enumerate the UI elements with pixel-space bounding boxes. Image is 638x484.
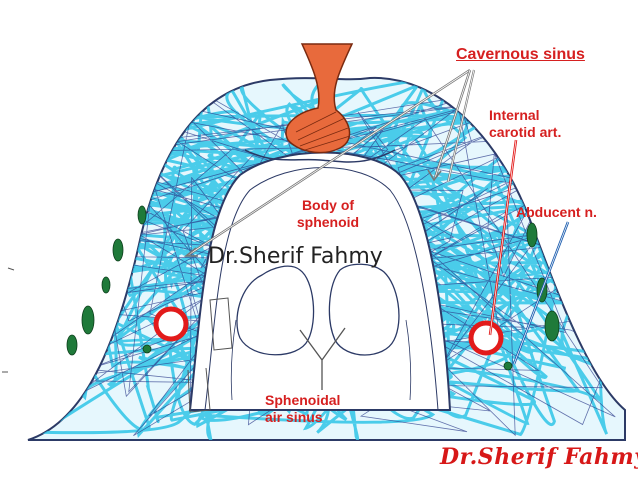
label-body-of-sphenoid: Body of sphenoid <box>278 197 378 231</box>
pencil-marks <box>2 267 233 413</box>
label-body-line1: Body of <box>301 197 355 213</box>
label-air-line1: Sphenoidal <box>265 392 341 408</box>
pointer-lines <box>183 68 570 365</box>
nerves-left <box>66 205 152 356</box>
label-body-line2: sphenoid <box>296 214 360 230</box>
pituitary <box>244 43 396 163</box>
internal-carotid-artery-left <box>153 306 189 342</box>
sphenoidal-air-sinus <box>236 263 400 390</box>
label-cavernous-sinus: Cavernous sinus <box>456 46 585 63</box>
sphenoid-body <box>188 151 452 411</box>
label-internal-carotid-line1: Internal <box>489 107 540 123</box>
label-abducent-nerve: Abducent n. <box>516 204 597 220</box>
internal-carotid-artery-right <box>468 320 504 356</box>
label-internal-carotid: Internal carotid art. <box>489 107 599 141</box>
author-signature: Dr.Sherif Fahmy <box>440 444 638 470</box>
label-internal-carotid-line2: carotid art. <box>489 124 562 140</box>
author-watermark: Dr.Sherif Fahmy <box>208 244 383 269</box>
label-air-line2: air sinus <box>265 409 323 425</box>
label-sphenoidal-air-sinus: Sphenoidal air sinus <box>265 392 375 426</box>
